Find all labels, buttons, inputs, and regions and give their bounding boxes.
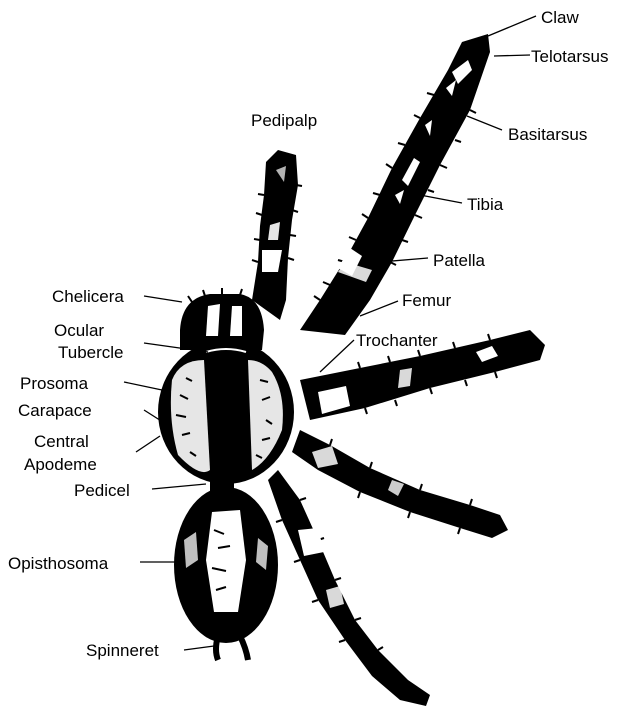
label-ocular: Ocular: [54, 321, 104, 340]
label-tubercle: Tubercle: [58, 343, 124, 362]
leader-basitarsus: [467, 116, 502, 130]
label-opisthosoma: Opisthosoma: [8, 554, 109, 573]
label-carapace: Carapace: [18, 401, 92, 420]
right-legs: [268, 330, 545, 706]
label-tibia: Tibia: [467, 195, 504, 214]
label-patella: Patella: [433, 251, 486, 270]
abdomen-shape: [174, 487, 278, 643]
pedipalp-limb: [252, 150, 302, 320]
label-apodeme: Apodeme: [24, 455, 97, 474]
label-trochanter: Trochanter: [356, 331, 438, 350]
leader-trochanter: [320, 340, 354, 372]
label-pedipalp: Pedipalp: [251, 111, 317, 130]
label-basitarsus: Basitarsus: [508, 125, 587, 144]
leader-prosoma: [124, 382, 162, 390]
leader-central-apodeme: [136, 436, 160, 452]
label-spinneret: Spinneret: [86, 641, 159, 660]
label-telotarsus: Telotarsus: [531, 47, 608, 66]
leader-tibia: [420, 195, 462, 203]
leader-telotarsus: [494, 55, 530, 56]
front-leg: [300, 34, 490, 335]
label-pedicel: Pedicel: [74, 481, 130, 500]
label-claw: Claw: [541, 8, 580, 27]
label-central: Central: [34, 432, 89, 451]
carapace-shape: [158, 340, 294, 484]
label-femur: Femur: [402, 291, 451, 310]
leader-chelicera: [144, 296, 182, 302]
leader-spinneret: [184, 646, 214, 650]
leader-claw: [488, 16, 536, 36]
leader-pedicel: [152, 484, 206, 489]
label-prosoma: Prosoma: [20, 374, 89, 393]
label-chelicera: Chelicera: [52, 287, 124, 306]
tarantula-illustration: [158, 34, 545, 706]
